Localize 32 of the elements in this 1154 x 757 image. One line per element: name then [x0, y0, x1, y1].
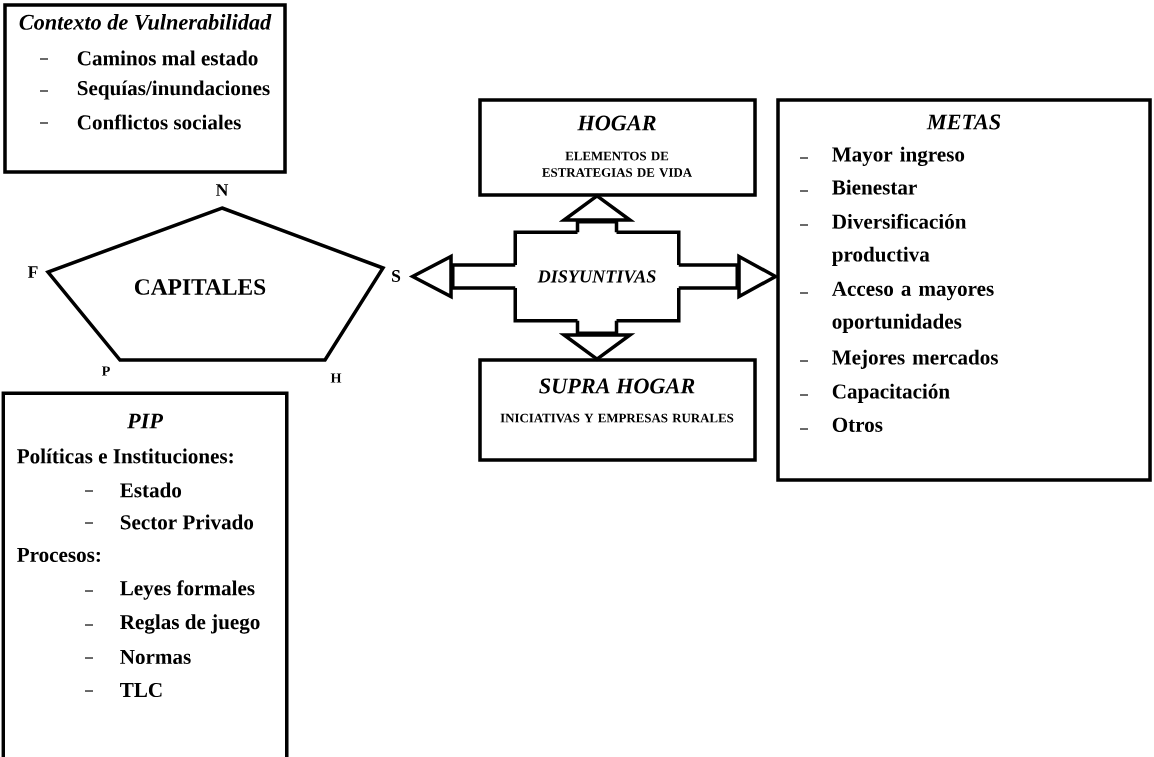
list-item: Estado — [120, 482, 182, 498]
list-item: Capacitación — [832, 383, 950, 403]
box-subtitle: ELEMENTOS DE ESTRATEGIAS DE VIDA — [542, 151, 692, 177]
list-item: Bienestar — [832, 179, 917, 195]
box-subtitle: INICIATIVAS Y EMPRESAS RURALES — [500, 413, 734, 423]
list-item: Diversificación productiva — [832, 213, 967, 266]
vertex-label: N — [216, 184, 229, 196]
list-item: Otros — [832, 417, 883, 432]
list-heading: Procesos: — [17, 547, 100, 563]
box-heading: Contexto de Vulnerabilidad — [19, 14, 272, 30]
list-item: Reglas de juego — [120, 614, 260, 634]
vertex-label: P — [101, 366, 110, 376]
box-heading: HOGAR — [577, 115, 656, 131]
shape-label: CAPITALES — [134, 279, 266, 295]
list-item: Mejores mercados — [832, 349, 998, 369]
list-item: Normas — [120, 650, 191, 664]
list-item: Acceso a mayores oportunidades — [831, 281, 994, 333]
list-heading: Políticas e Instituciones: — [17, 448, 233, 464]
vertex-label: S — [392, 270, 401, 282]
list-item: Leyes formales — [120, 580, 255, 600]
box-heading: PIP — [127, 413, 164, 429]
list-item: TLC — [120, 682, 162, 698]
vertex-label: F — [27, 266, 38, 278]
vertex-label: H — [330, 373, 342, 383]
cross-arrow-center: DISYUNTIVAS — [513, 230, 681, 323]
box-heading: SUPRA HOGAR — [539, 378, 695, 394]
list-item: Caminos mal estado — [77, 50, 258, 66]
list-item: Conflictos sociales — [77, 114, 241, 130]
list-item: Sequías/inundaciones — [77, 80, 270, 100]
box-heading: METAS — [926, 114, 1001, 130]
list-item: Mayor ingreso — [832, 146, 965, 167]
list-item: Sector Privado — [120, 514, 254, 530]
